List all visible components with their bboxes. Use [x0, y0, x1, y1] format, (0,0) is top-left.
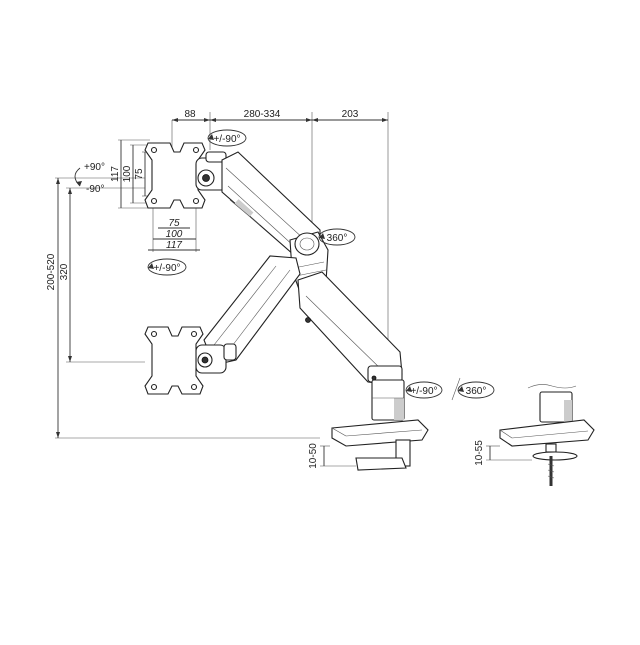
- dim-height-range: 200-520: [46, 253, 57, 290]
- dim-vesa-h3: 117: [166, 240, 182, 251]
- dim-vesa-v1: 117: [110, 166, 121, 182]
- dim-vesa-v3: 75: [134, 168, 145, 180]
- dim-top-mid: 280-334: [244, 109, 281, 120]
- vesa-hole: [192, 197, 200, 205]
- dim-top-right: 203: [342, 109, 359, 120]
- upper-arm: [195, 151, 321, 263]
- rotation-arrow-icon: [147, 258, 187, 276]
- height-dimension-lines: [55, 177, 320, 439]
- vesa-hole: [150, 146, 158, 154]
- dim-vesa-v2: 100: [122, 165, 133, 182]
- vesa-plate-upper: [144, 142, 206, 209]
- vesa-hole: [190, 383, 198, 391]
- label-tilt-down: -90°: [86, 184, 104, 195]
- lower-arm: [195, 255, 301, 374]
- vesa-horizontal-lines: [148, 205, 200, 252]
- dim-top-left: 88: [184, 109, 196, 120]
- vesa-plate-lower: [144, 326, 204, 395]
- vesa-hole: [150, 383, 158, 391]
- vesa-hole: [190, 330, 198, 338]
- rotation-arrow-icon: [74, 167, 82, 187]
- label-swivel-top: +/-90°: [213, 134, 240, 145]
- label-joint-rotate: 360°: [327, 233, 348, 244]
- label-swivel-low: +/-90°: [153, 263, 180, 274]
- rotation-arrow-icon: [207, 129, 247, 147]
- dim-vesa-h1: 75: [168, 218, 180, 229]
- vesa-hole: [150, 197, 158, 205]
- rotation-arrow-icon: [405, 381, 443, 399]
- grommet-mount: [499, 384, 595, 486]
- dim-clamp-thickness: 10-50: [308, 443, 319, 469]
- vesa-hole: [192, 146, 200, 154]
- pole-clamp: [331, 379, 429, 471]
- separator-slash: [451, 377, 461, 401]
- rotation-arrow-icon: [318, 228, 356, 246]
- vesa-hole: [150, 330, 158, 338]
- dim-grommet-thickness: 10-55: [474, 440, 485, 466]
- label-pole-swivel: +/-90°: [410, 386, 437, 397]
- dim-vesa-h2: 100: [166, 229, 183, 240]
- rotation-arrow-icon: [457, 381, 495, 399]
- base-arm: [297, 271, 403, 385]
- label-pole-rotate: 360°: [466, 386, 487, 397]
- dim-height-arm: 320: [59, 263, 70, 280]
- label-tilt-up: +90°: [84, 162, 105, 173]
